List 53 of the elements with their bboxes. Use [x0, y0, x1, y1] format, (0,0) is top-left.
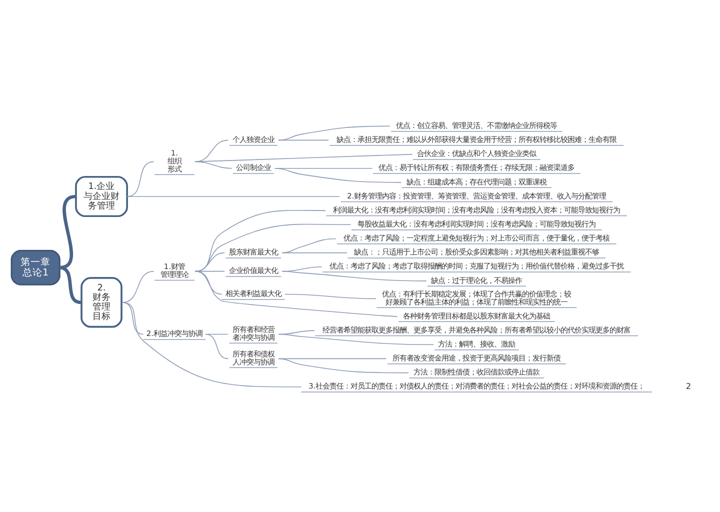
connector [282, 252, 348, 253]
node-text: 各种财务管理目标都是以股东财富最大化为基础 [403, 310, 550, 320]
label: 2 [686, 380, 692, 390]
connector [194, 160, 232, 168]
connector [122, 302, 302, 387]
connector [194, 223, 352, 272]
node-text: 1.组织形式 [167, 148, 182, 174]
node-text: 经营者希望能获取更多报酬、更多享受，并避免各种风险；所有者希望以较小的代价实现更多的财富 [322, 324, 631, 334]
node-text: 3.社会责任：对员工的责任；对债权人的责任；对消费者的责任；对社会公益的责任；对环境和资源的责任； [308, 381, 645, 390]
node-text: 所有者和经营者冲突与协调 [232, 324, 274, 342]
node-text: 优点：易于转让所有权；有限债务责任；存续无限；融资渠道多 [378, 162, 575, 172]
connector [278, 139, 329, 140]
node-text: 每股收益最大化：没有考虑利润实现时间；没有考虑风险；可能导致短视行为 [358, 219, 596, 228]
node-box: 第一章总论1 [10, 249, 60, 285]
connector [278, 125, 390, 140]
connector [278, 358, 409, 373]
node-text: 缺点：组建成本高；存在代理问题；双重课税 [406, 176, 547, 186]
node-text: 缺点：；只适用于上市公司；股价受众多因素影响；对其他相关者利益重视不够 [354, 247, 600, 256]
connector [59, 265, 82, 304]
node-text: 相关者利益最大化 [225, 288, 282, 298]
node-text: 个人独资企业 [232, 134, 274, 144]
node-text: 合伙企业：优缺点和个人独资企业类似 [417, 148, 536, 158]
connector [284, 293, 376, 299]
connector [59, 194, 76, 269]
node-text: 2.利益冲突与协调 [146, 328, 202, 338]
connector [282, 238, 336, 253]
connector [282, 270, 427, 281]
node-text: 所有者和债权人冲突与协调 [232, 348, 274, 366]
connector [194, 153, 413, 162]
node-text: 优点：有利于长期稳定发展；体现了合作共赢的价值理念；较好兼顾了各利益主体的利益；体现了前瞻性和现实性的统一 [382, 288, 572, 306]
node-text: 缺点：过于理论化，不易操作 [431, 275, 522, 284]
node-text: 方法：解聘、接收、激励 [438, 338, 516, 348]
node-text: 优点：考虑了风险；考虑了取得报酬的时间；克服了短视行为；用价值代替价格，避免过多干扰 [330, 261, 624, 270]
connector [205, 333, 229, 359]
node-text: 企业价值最大化 [228, 266, 278, 275]
node-text: 缺点：承担无限责任；难以从外部获得大量资金用于经营；所有权转移比较困难；生命有限 [336, 134, 617, 144]
node-text: 利润最大化：没有考虑利润实现时间；没有考虑风险；没有考虑投入资本；可能导致短视行为 [333, 204, 620, 214]
node-box: 2.财务管理目标 [80, 276, 122, 328]
node-text: 优点：考虑了风险；一定程度上避免短视行为；对上市公司而言，便于量化，便于考核 [344, 233, 610, 242]
node-text: 1.财管管理理论 [160, 262, 188, 279]
connector [194, 209, 326, 272]
node-text: 公司制企业 [236, 162, 271, 172]
connector [194, 139, 229, 162]
connector [194, 252, 225, 272]
node-text: 2.财务管理内容：投资管理、筹资管理、营运资金管理、成本管理、收入与分配管理 [347, 190, 606, 200]
connector [274, 167, 402, 182]
node-text: 优点：创立容易、管理灵活、不需缴纳企业所得税等 [396, 120, 558, 130]
node-text: 所有者改变资金用途，投资于更高风险项目；发行新债 [392, 353, 561, 362]
connector [194, 270, 398, 316]
node-text: 股东财富最大化 [228, 247, 278, 256]
node-box: 1.企业与企业财务管理 [75, 175, 128, 217]
node-text: 方法：限制性借债；收回借款或停止借款 [414, 367, 540, 376]
connector [278, 333, 434, 345]
